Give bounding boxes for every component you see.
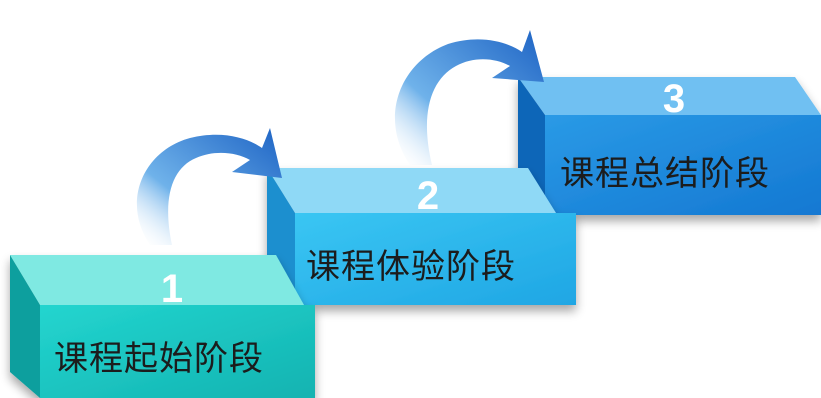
step-2-label: 课程体验阶段	[306, 247, 516, 287]
step-2-number: 2	[417, 174, 439, 218]
curved-arrow-1-to-2-icon	[136, 128, 282, 245]
step-3-number: 3	[663, 77, 685, 121]
step-1-top-face	[10, 255, 304, 305]
step-1-label: 课程起始阶段	[54, 339, 264, 379]
step-3-front-face	[545, 115, 821, 215]
step-1-number: 1	[161, 267, 183, 311]
step-1-front-face	[40, 305, 315, 398]
step-3-block: 3 课程总结阶段	[518, 77, 821, 215]
step-2-front-face	[295, 213, 576, 305]
step-2-top-face	[267, 168, 556, 213]
step-1-side-face	[10, 255, 40, 398]
step-3-label: 课程总结阶段	[560, 154, 770, 194]
curved-arrow-2-to-3-icon	[394, 30, 544, 165]
step-2-block: 2 课程体验阶段	[267, 168, 576, 305]
step-1-block: 1 课程起始阶段	[10, 255, 315, 398]
step-3-top-face	[518, 77, 821, 115]
